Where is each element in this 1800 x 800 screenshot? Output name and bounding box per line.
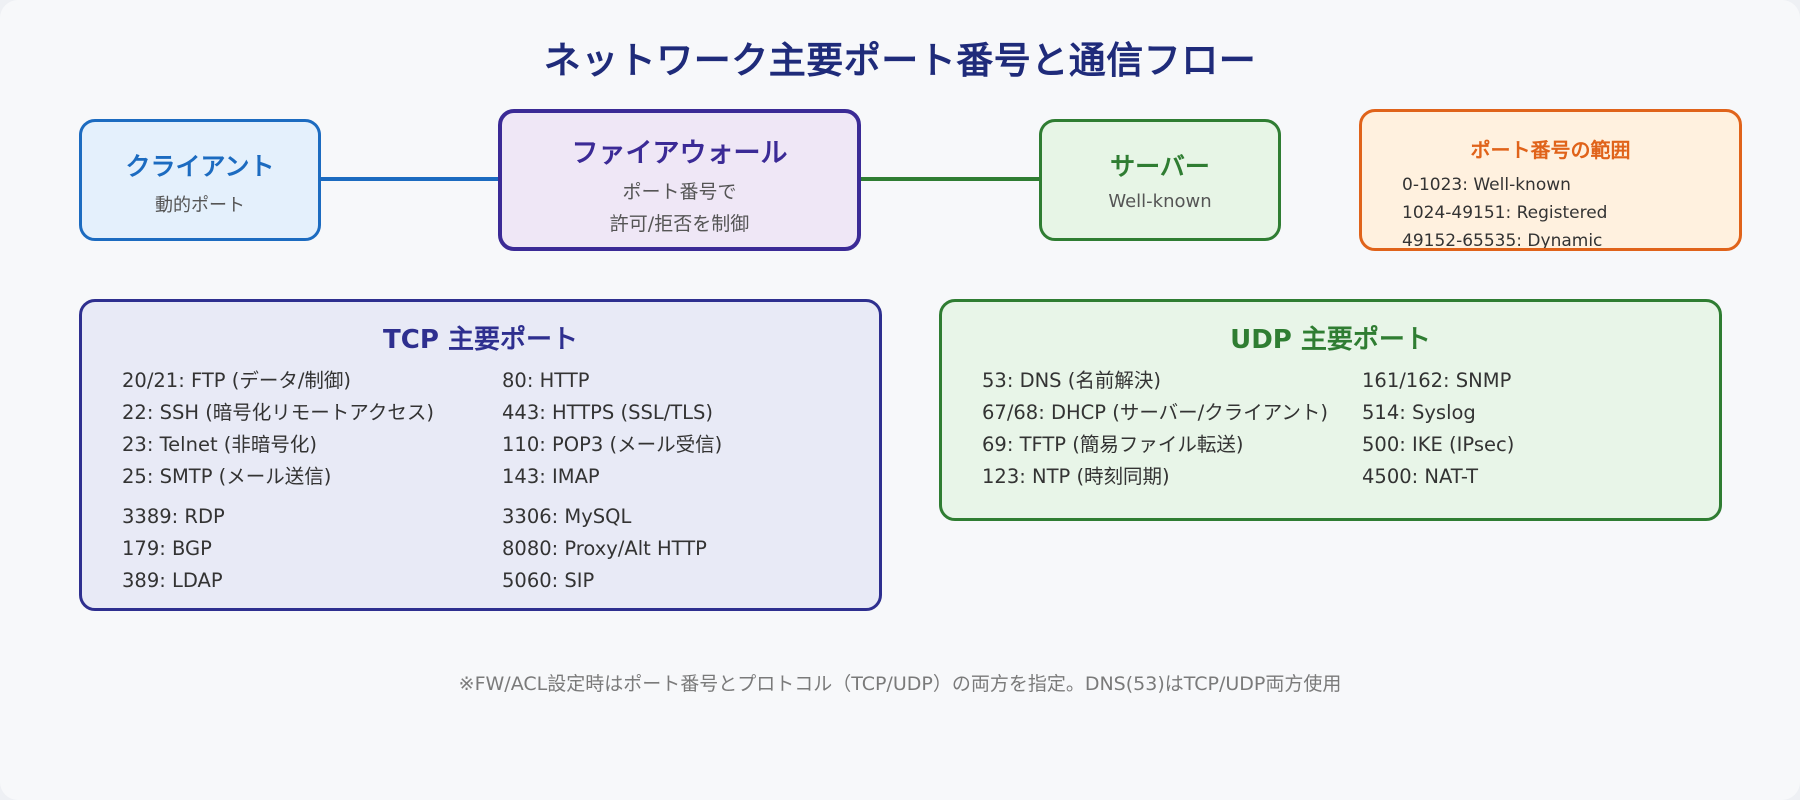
- footnote: ※FW/ACL設定時はポート番号とプロトコル（TCP/UDP）の両方を指定。DN…: [458, 673, 1342, 695]
- tcp-port-item: 23: Telnet (非暗号化): [122, 433, 318, 456]
- port-range-item: 49152-65535: Dynamic: [1402, 231, 1603, 251]
- udp-panel-title: UDP 主要ポート: [1230, 325, 1431, 355]
- firewall-title: ファイアウォール: [571, 138, 788, 169]
- firewall-subtitle-line1: ポート番号で: [622, 181, 737, 203]
- tcp-port-item: 20/21: FTP (データ/制御): [122, 369, 351, 392]
- firewall-subtitle-line2: 許可/拒否を制御: [609, 213, 750, 235]
- server-subtitle: Well-known: [1108, 191, 1212, 212]
- udp-port-item: 4500: NAT-T: [1362, 465, 1479, 488]
- port-range-list: 0-1023: Well-known 1024-49151: Registere…: [1362, 171, 1739, 251]
- tcp-port-item: 110: POP3 (メール受信): [502, 433, 723, 456]
- udp-port-item: 500: IKE (IPsec): [1362, 433, 1515, 456]
- tcp-ports-panel: TCP 主要ポート 20/21: FTP (データ/制御) 80: HTTP 2…: [79, 299, 882, 611]
- page-title: ネットワーク主要ポート番号と通信フロー: [543, 39, 1257, 82]
- tcp-port-item: 3389: RDP: [122, 505, 225, 528]
- tcp-port-item: 389: LDAP: [122, 569, 223, 592]
- udp-port-item: 53: DNS (名前解決): [982, 369, 1161, 392]
- tcp-port-item: 5060: SIP: [502, 569, 595, 592]
- udp-port-item: 67/68: DHCP (サーバー/クライアント): [982, 401, 1329, 424]
- port-range-item: 0-1023: Well-known: [1402, 175, 1571, 195]
- udp-port-item: 161/162: SNMP: [1362, 369, 1512, 392]
- server-node: サーバー Well-known: [1039, 119, 1281, 241]
- udp-ports-panel: UDP 主要ポート 53: DNS (名前解決) 161/162: SNMP 6…: [939, 299, 1722, 521]
- client-title: クライアント: [125, 152, 275, 181]
- udp-port-item: 69: TFTP (簡易ファイル転送): [982, 433, 1244, 456]
- tcp-port-item: 25: SMTP (メール送信): [122, 465, 332, 488]
- udp-port-item: 514: Syslog: [1362, 401, 1476, 424]
- client-firewall-connector: [320, 177, 500, 181]
- udp-port-item: 123: NTP (時刻同期): [982, 465, 1170, 488]
- server-title: サーバー: [1110, 152, 1210, 181]
- port-range-item: 1024-49151: Registered: [1402, 203, 1608, 223]
- tcp-panel-title: TCP 主要ポート: [383, 325, 578, 355]
- udp-port-grid: 53: DNS (名前解決) 161/162: SNMP 67/68: DHCP…: [982, 365, 1742, 493]
- tcp-port-item: 143: IMAP: [502, 465, 600, 488]
- tcp-port-grid-2: 3389: RDP 3306: MySQL 179: BGP 8080: Pro…: [122, 501, 882, 597]
- firewall-subtitle: ポート番号で 許可/拒否を制御: [502, 176, 857, 240]
- tcp-port-item: 179: BGP: [122, 537, 212, 560]
- port-range-title: ポート番号の範囲: [1470, 138, 1631, 162]
- tcp-port-grid-1: 20/21: FTP (データ/制御) 80: HTTP 22: SSH (暗号…: [122, 365, 882, 493]
- client-subtitle: 動的ポート: [155, 195, 245, 216]
- tcp-port-item: 8080: Proxy/Alt HTTP: [502, 537, 707, 560]
- firewall-server-connector: [860, 177, 1040, 181]
- client-node: クライアント 動的ポート: [79, 119, 321, 241]
- port-range-box: ポート番号の範囲 0-1023: Well-known 1024-49151: …: [1359, 109, 1742, 251]
- tcp-port-item: 80: HTTP: [502, 369, 590, 392]
- tcp-port-item: 3306: MySQL: [502, 505, 632, 528]
- tcp-port-item: 22: SSH (暗号化リモートアクセス): [122, 401, 434, 424]
- tcp-port-item: 443: HTTPS (SSL/TLS): [502, 401, 714, 424]
- firewall-node: ファイアウォール ポート番号で 許可/拒否を制御: [498, 109, 861, 251]
